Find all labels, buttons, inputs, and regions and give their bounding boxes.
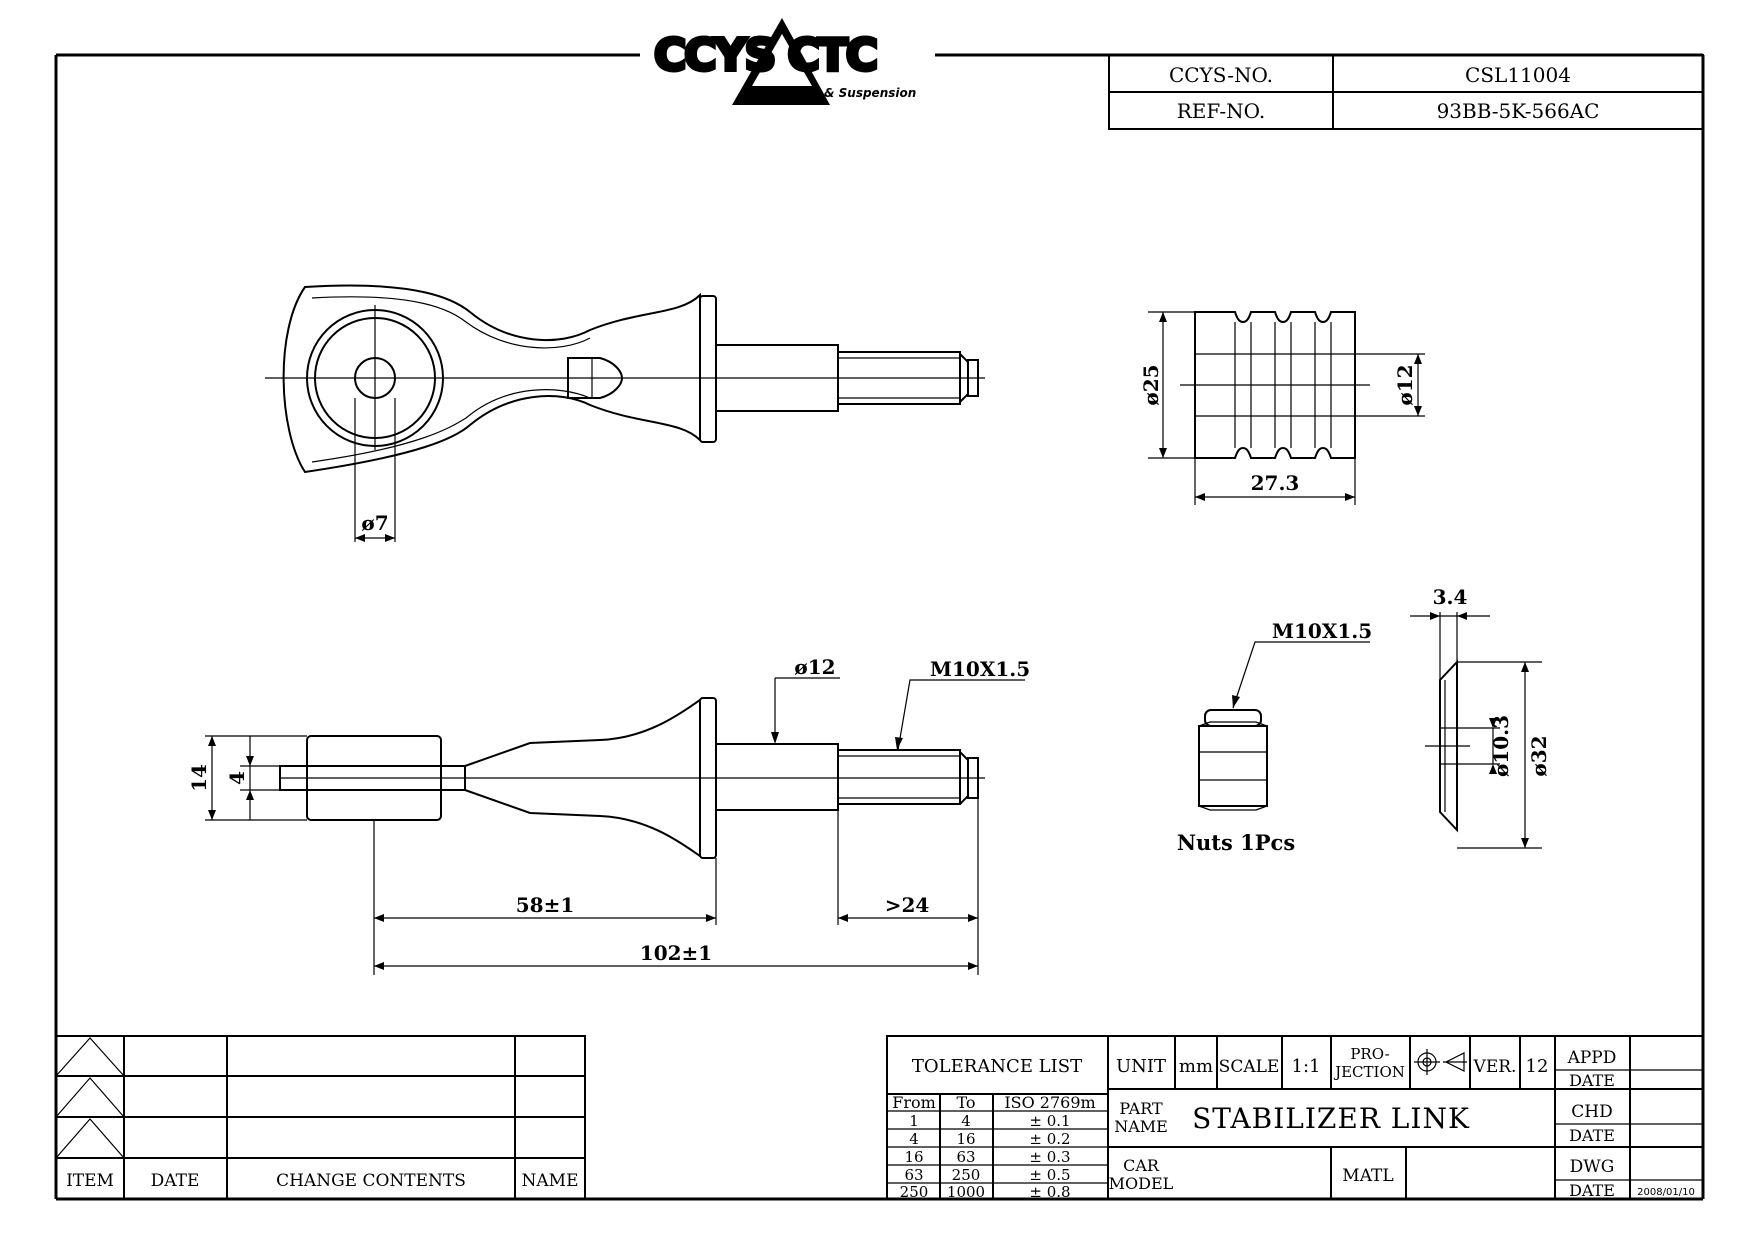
nut-view: M10X1.5 Nuts 1Pcs — [1177, 619, 1372, 855]
top-view-link: ø7 — [265, 284, 985, 542]
tolerance-title: TOLERANCE LIST — [912, 1056, 1082, 1077]
tol-cell: 250 — [952, 1166, 981, 1184]
bushing-view: ø25 ø12 27.3 — [1139, 311, 1425, 505]
tol-header-from: From — [892, 1093, 936, 1112]
car-model-label-1: CAR — [1123, 1156, 1160, 1175]
projection-label-2: JECTION — [1333, 1063, 1405, 1081]
tol-cell: ± 0.2 — [1029, 1130, 1070, 1148]
tol-cell: 16 — [904, 1148, 923, 1166]
dim-height-4: 4 — [225, 771, 249, 785]
header-number-table: CCYS-NO. CSL11004 REF-NO. 93BB-5K-566AC — [1108, 54, 1704, 130]
tol-cell: 1000 — [947, 1183, 985, 1201]
dim-bushing-id: ø12 — [1393, 364, 1417, 405]
tol-cell: 63 — [956, 1148, 975, 1166]
tol-cell: 250 — [900, 1183, 929, 1201]
ref-no-value: 93BB-5K-566AC — [1437, 99, 1600, 123]
projection-symbol-icon — [1414, 1049, 1467, 1075]
revision-table: ITEM DATE CHANGE CONTENTS NAME — [55, 1035, 586, 1199]
unit-label: UNIT — [1116, 1056, 1166, 1077]
dim-washer-thk: 3.4 — [1433, 585, 1468, 609]
dim-washer-od: ø32 — [1527, 735, 1551, 776]
tol-cell: ± 0.1 — [1029, 1112, 1070, 1130]
dim-bushing-od: ø25 — [1139, 364, 1163, 405]
chd-date-label: DATE — [1569, 1126, 1615, 1145]
rev-header-item: ITEM — [66, 1171, 114, 1191]
tol-cell: 4 — [961, 1112, 971, 1130]
dim-shaft-dia: ø12 — [794, 655, 835, 679]
rev-header-name: NAME — [522, 1171, 579, 1191]
dim-len-102: 102±1 — [640, 941, 712, 965]
dim-len-58: 58±1 — [516, 893, 575, 917]
tol-header-to: To — [956, 1093, 975, 1112]
ver-value: 12 — [1526, 1056, 1549, 1077]
car-model-label-2: MODEL — [1109, 1174, 1174, 1193]
tol-cell: 1 — [909, 1112, 919, 1130]
part-name-label-2: NAME — [1114, 1117, 1168, 1136]
scale-label: SCALE — [1219, 1057, 1280, 1077]
dim-washer-id: ø10.3 — [1489, 715, 1513, 777]
matl-label: MATL — [1342, 1166, 1393, 1186]
dim-len-24: >24 — [885, 893, 930, 917]
part-name-label-1: PART — [1119, 1099, 1163, 1118]
ccys-no-value: CSL11004 — [1465, 63, 1571, 87]
rev-header-change: CHANGE CONTENTS — [276, 1171, 466, 1191]
dwg-date-value: 2008/01/10 — [1637, 1187, 1695, 1198]
company-logo: CCYS CTC Steering & Suspension — [652, 18, 916, 105]
rev-header-date: DATE — [151, 1171, 200, 1191]
tol-cell: 4 — [909, 1130, 919, 1148]
part-name-value: STABILIZER LINK — [1192, 1102, 1470, 1135]
unit-value: mm — [1179, 1056, 1213, 1077]
scale-value: 1:1 — [1292, 1056, 1321, 1077]
dim-eye-hole: ø7 — [361, 511, 388, 535]
tol-cell: ± 0.8 — [1029, 1183, 1070, 1201]
washer-view: 3.4 ø10.3 ø32 — [1410, 585, 1551, 849]
tol-cell: ± 0.5 — [1029, 1166, 1070, 1184]
ccys-no-label: CCYS-NO. — [1169, 63, 1273, 87]
dwg-label: DWG — [1570, 1157, 1615, 1177]
tol-cell: ± 0.3 — [1029, 1148, 1070, 1166]
dim-thread-side: M10X1.5 — [930, 657, 1030, 681]
dim-height-14: 14 — [187, 764, 211, 792]
title-block: TOLERANCE LIST From To ISO 2769m 1 4 ± 0… — [886, 1035, 1703, 1201]
ref-no-label: REF-NO. — [1177, 99, 1265, 123]
ver-label: VER. — [1473, 1057, 1517, 1077]
dim-bushing-len: 27.3 — [1251, 471, 1300, 495]
side-view-link: ø12 M10X1.5 14 4 58±1 >24 — [187, 655, 1030, 975]
tol-cell: 63 — [904, 1166, 923, 1184]
tol-cell: 16 — [956, 1130, 975, 1148]
logo-brand: CCYS CTC — [654, 30, 876, 81]
chd-label: CHD — [1571, 1102, 1612, 1122]
dwg-date-label: DATE — [1569, 1181, 1615, 1200]
appd-date-label: DATE — [1569, 1071, 1615, 1090]
appd-label: APPD — [1567, 1048, 1617, 1068]
nut-note: Nuts 1Pcs — [1177, 830, 1295, 855]
dim-nut-thread: M10X1.5 — [1272, 619, 1372, 643]
drawing-frame — [54, 53, 1705, 1201]
tol-header-iso: ISO 2769m — [1004, 1093, 1095, 1112]
projection-label-1: PRO- — [1350, 1045, 1389, 1063]
logo-tagline: Steering & Suspension — [762, 86, 916, 100]
